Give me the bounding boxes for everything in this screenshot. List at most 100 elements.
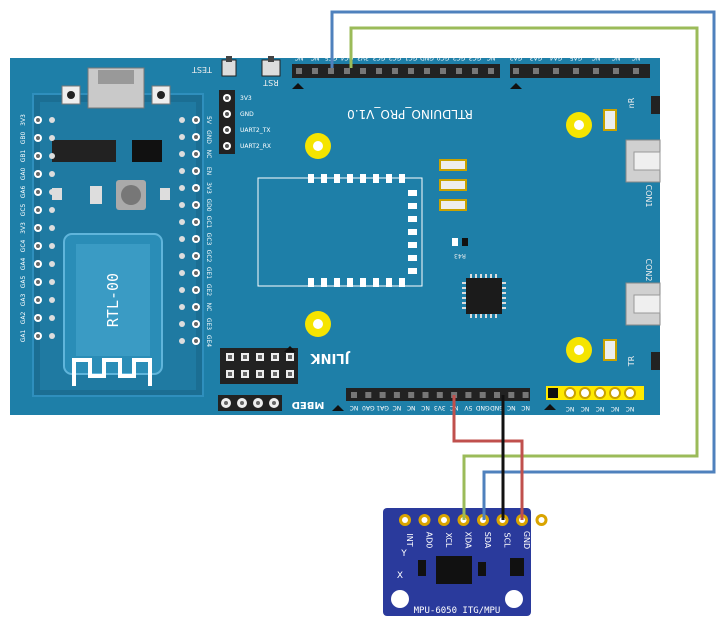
pin-label: 3V3 xyxy=(205,182,212,194)
pin-label: GA1 xyxy=(376,404,389,411)
pin-label: SDA xyxy=(483,532,492,549)
mbed-label: MBED xyxy=(292,399,325,410)
wire-sda xyxy=(349,26,699,520)
axis-x-label: X xyxy=(397,571,403,581)
pin-label: GND xyxy=(240,111,254,118)
pin-label: NC xyxy=(507,404,516,411)
pin-label: GA5 xyxy=(570,54,583,61)
pin-label: GE3 xyxy=(205,318,212,330)
header-pin xyxy=(593,68,599,74)
header-pin xyxy=(624,387,636,399)
header-pin xyxy=(494,392,500,398)
mounting-hole xyxy=(391,590,409,608)
pin-label: NC xyxy=(626,405,635,412)
pin-label: UART2_TX xyxy=(240,127,271,134)
header-pin xyxy=(393,392,400,398)
header-pin xyxy=(344,68,350,74)
header-pin xyxy=(408,392,415,398)
pin-label: 3V3 xyxy=(434,404,446,411)
pin-label: NC xyxy=(421,404,430,411)
pin-label: AD0 xyxy=(425,532,434,549)
header-pin xyxy=(328,68,334,74)
pin-label: 5V xyxy=(464,404,473,411)
pin-label: GC5 xyxy=(20,203,27,216)
jlink-header: JLINK xyxy=(220,346,350,384)
pin-label: NC xyxy=(487,54,496,61)
pin-label: GE2 xyxy=(205,284,212,296)
header-pin xyxy=(513,68,519,74)
header-pin xyxy=(360,68,366,74)
reset-button[interactable]: RST xyxy=(261,56,281,87)
pin-label: NC xyxy=(311,54,320,61)
header-pin xyxy=(594,387,606,399)
nr-label: nR xyxy=(627,97,636,108)
nr-button[interactable] xyxy=(651,96,660,114)
ram-chip-footprint xyxy=(257,174,423,287)
tr-label: TR xyxy=(627,355,636,367)
pin-label: GND xyxy=(490,404,504,411)
rtl00-carrier: RTL-00 3V3GB0GB1GA0GA6GC53V3GC4GA4GA5GA3… xyxy=(20,67,212,397)
pin-label: GC3 xyxy=(468,54,481,61)
header-pin xyxy=(613,68,619,74)
header-pin xyxy=(533,68,539,74)
header-pin xyxy=(422,392,429,398)
pin-label: NC xyxy=(632,54,641,61)
tr-button[interactable] xyxy=(651,352,660,370)
header-pin xyxy=(465,392,472,398)
pin-label: GND xyxy=(475,404,489,411)
pin-label: NC xyxy=(205,150,212,159)
pin-label: NC xyxy=(596,405,605,412)
pin-label: GC1 xyxy=(404,54,417,61)
pin-label: XDA xyxy=(464,532,473,550)
jlink-label: JLINK xyxy=(310,350,351,365)
mpu-chip xyxy=(436,556,472,584)
r43-label: R43 xyxy=(454,252,466,259)
usb-con1[interactable] xyxy=(625,139,661,183)
pin-label: GA1 xyxy=(20,330,27,343)
axis-y-label: Y xyxy=(400,549,407,559)
con1-label: CON1 xyxy=(644,185,653,208)
pin-label: GA2 xyxy=(510,54,523,61)
test-button[interactable]: TEST xyxy=(192,56,237,77)
pin-label: 3V3 xyxy=(240,95,252,102)
pin-label: NC xyxy=(205,303,212,312)
header-pin xyxy=(436,392,443,398)
pin-label: NC xyxy=(592,54,601,61)
pin-label: GA3 xyxy=(530,54,543,61)
board-title: RTLDUINO_PRO_V1.0 xyxy=(347,107,473,121)
pin-label: VCC xyxy=(542,532,551,549)
usb-con2[interactable] xyxy=(625,282,661,326)
header-pin xyxy=(392,68,398,74)
pin-label: NC xyxy=(350,404,359,411)
wires xyxy=(330,10,716,520)
pin-label: GC3 xyxy=(372,54,385,61)
pin-label: GND xyxy=(522,531,531,549)
pin-label: GC4 xyxy=(340,54,353,61)
header-pin xyxy=(296,68,302,74)
header-pin xyxy=(479,392,486,398)
header-pin xyxy=(312,68,318,74)
pin-label: NC xyxy=(521,404,530,411)
pin-label: NC xyxy=(612,54,621,61)
pin-label: NC xyxy=(393,404,402,411)
pin-label: INT xyxy=(405,533,414,546)
qfn-chip xyxy=(462,274,506,318)
header-pin xyxy=(424,68,430,74)
pin-label: NC xyxy=(566,405,575,412)
pin-label: GA3 xyxy=(20,294,27,307)
header-pin xyxy=(573,68,579,74)
led xyxy=(603,109,617,131)
pin-label: SCL xyxy=(503,532,512,548)
pin-label: NC xyxy=(407,404,416,411)
sensor-name: MPU-6050 ITG/MPU xyxy=(414,606,501,616)
header-pin xyxy=(564,387,576,399)
pin-label: GC0 xyxy=(436,54,449,61)
led xyxy=(603,339,617,361)
pin-label: NC xyxy=(295,54,304,61)
pin-label: GC4 xyxy=(20,239,27,252)
pin-label: GC3 xyxy=(205,233,212,246)
header-pin xyxy=(508,392,515,398)
wire-vcc xyxy=(452,395,524,520)
